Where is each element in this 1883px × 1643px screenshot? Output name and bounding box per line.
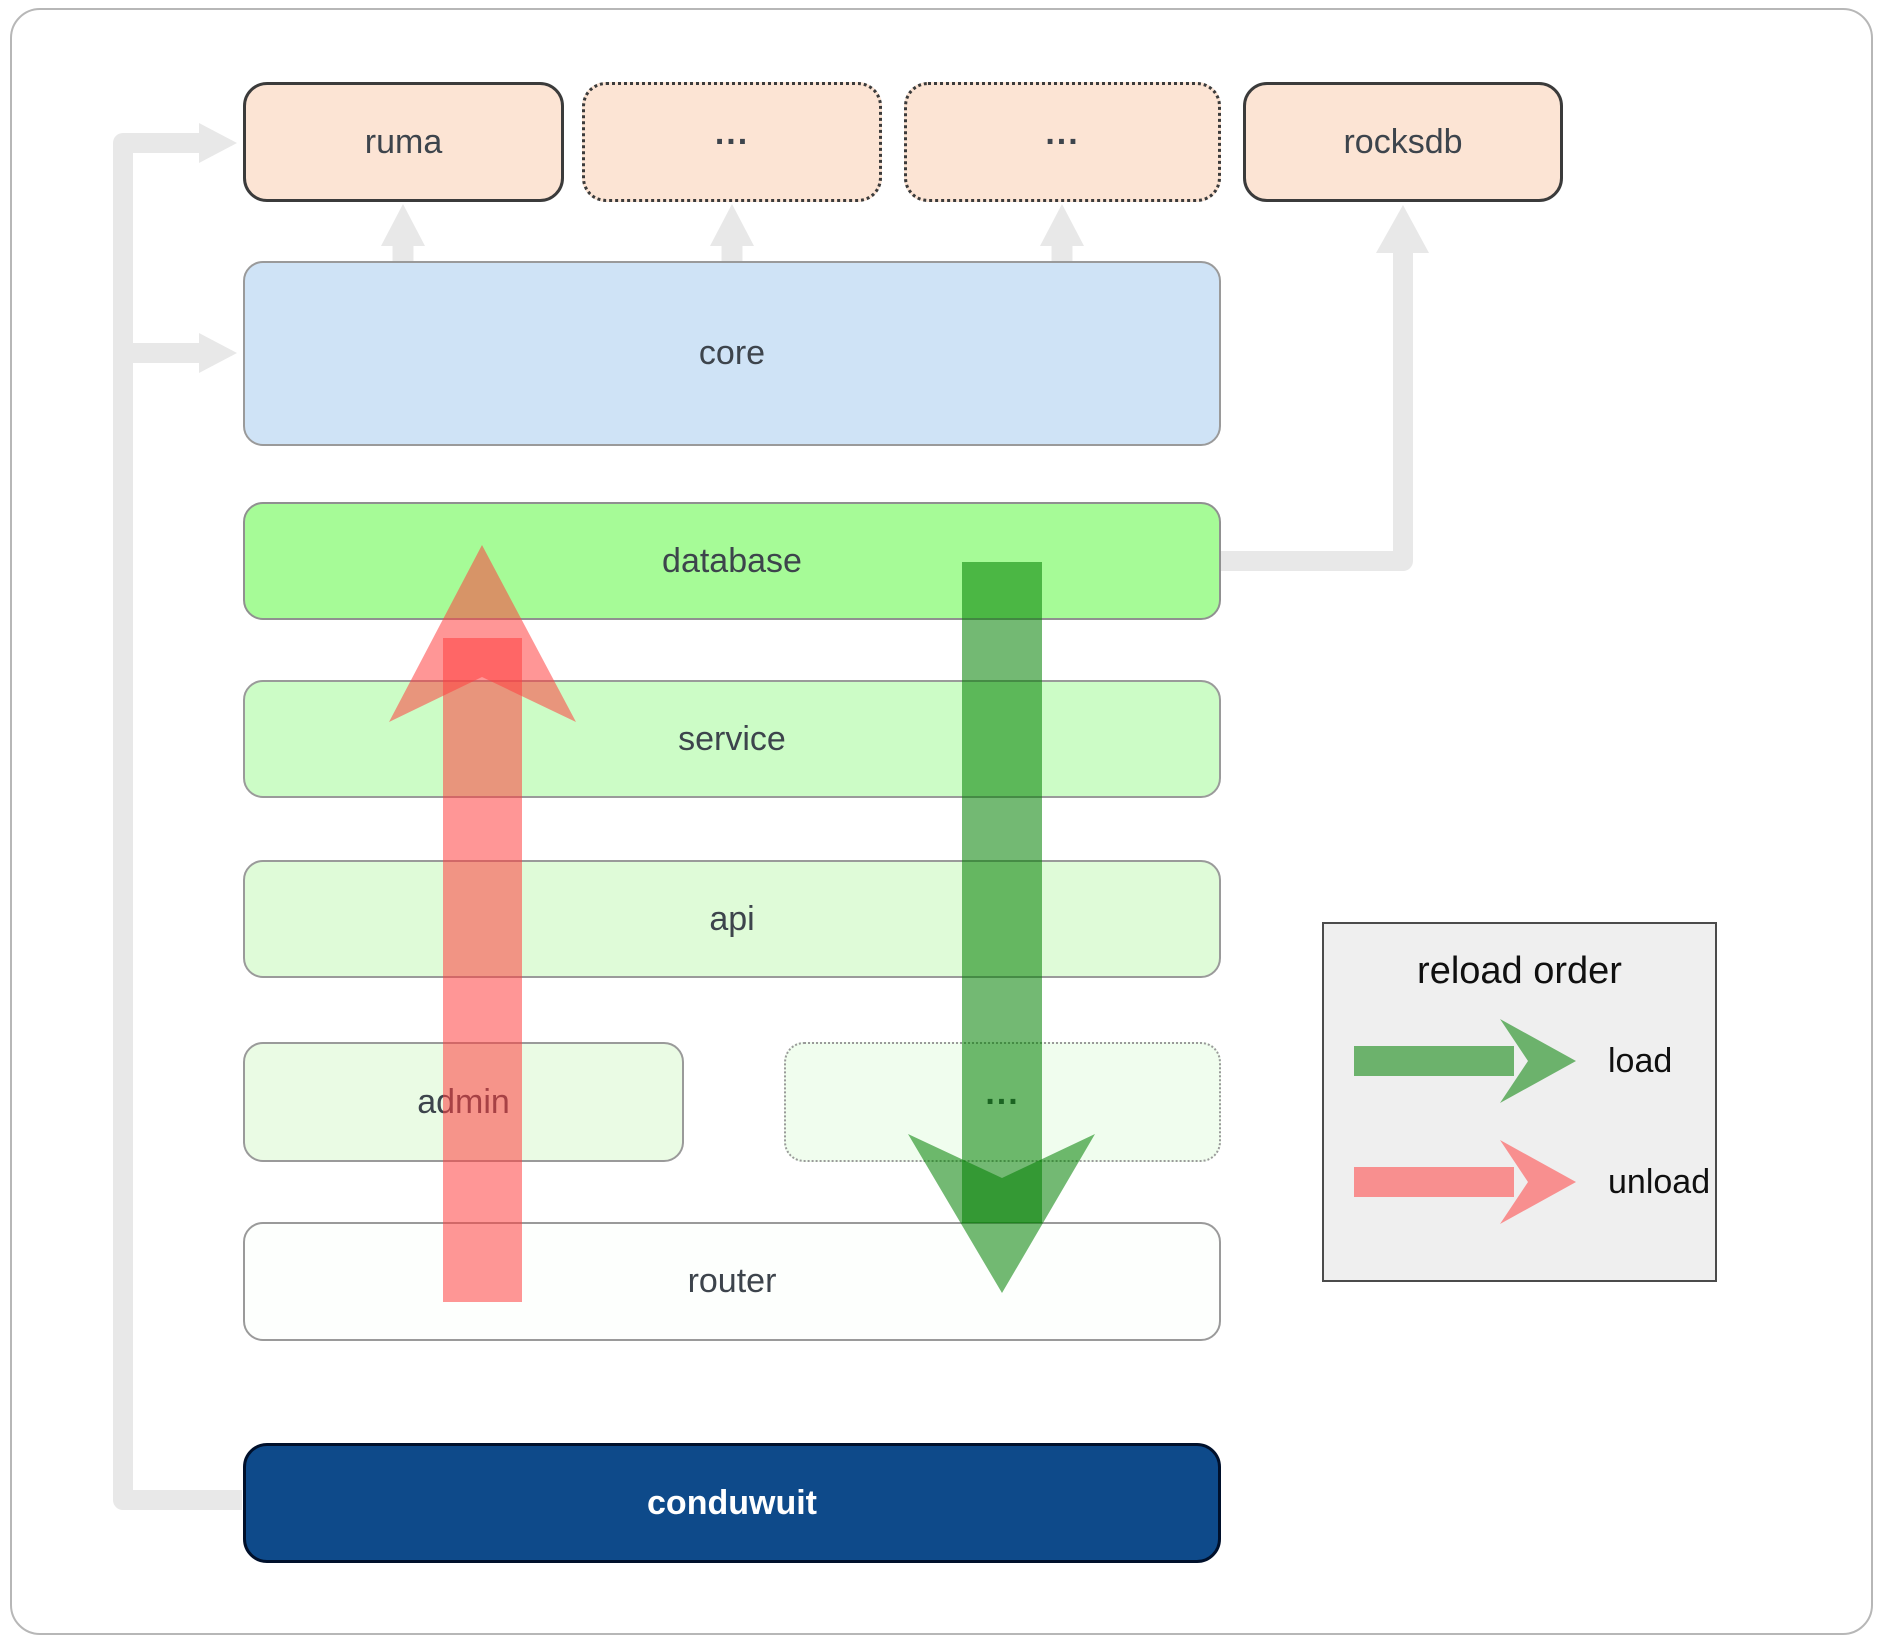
- legend-label-unload: unload: [1608, 1163, 1711, 1201]
- legend-label-load: load: [1608, 1042, 1673, 1080]
- box-admin-sibling: ...: [784, 1042, 1221, 1162]
- box-label-core: core: [698, 334, 766, 372]
- box-label-conduwuit: conduwuit: [647, 1483, 817, 1522]
- box-database: database: [243, 502, 1221, 620]
- box-api: api: [243, 860, 1221, 978]
- box-label-service: service: [678, 719, 786, 758]
- box-router: router: [243, 1222, 1221, 1341]
- outer-frame: [10, 8, 1873, 1635]
- box-label-rocksdb: rocksdb: [1343, 122, 1463, 161]
- load-arrow-icon: [1354, 1019, 1576, 1103]
- box-ruma-sibling-2: ...: [904, 82, 1221, 202]
- box-label-dots: ...: [1045, 113, 1080, 152]
- legend-item-load: load: [1350, 1009, 1715, 1114]
- legend-title: reload order: [1417, 950, 1622, 992]
- box-admin: admin: [243, 1042, 684, 1162]
- box-rocksdb: rocksdb: [1243, 82, 1563, 202]
- box-label-dots: ...: [714, 113, 750, 152]
- box-conduwuit: conduwuit: [243, 1443, 1221, 1563]
- legend-item-unload: unload: [1350, 1130, 1715, 1235]
- box-ruma: ruma: [243, 82, 564, 202]
- box-ruma-sibling-1: ...: [582, 82, 882, 202]
- box-label-api: api: [709, 899, 755, 938]
- box-core: core: [243, 261, 1221, 446]
- box-label-router: router: [687, 1262, 777, 1300]
- box-label-admin: admin: [417, 1082, 510, 1121]
- box-label-ruma: ruma: [364, 122, 443, 161]
- box-label-database: database: [662, 541, 802, 580]
- unload-arrow-icon: [1354, 1140, 1576, 1224]
- box-label-dots: ...: [985, 1073, 1020, 1112]
- box-service: service: [243, 680, 1221, 798]
- legend: reload order load unload: [1322, 922, 1717, 1282]
